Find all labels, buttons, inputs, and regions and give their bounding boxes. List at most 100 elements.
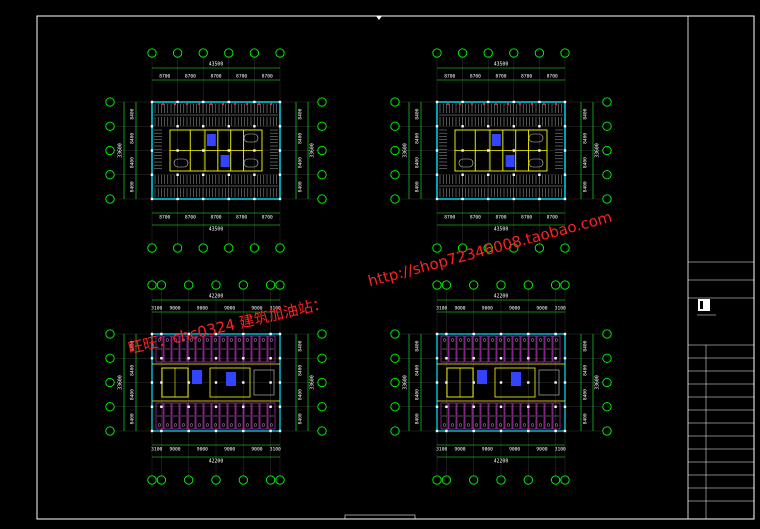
grid-bubble <box>457 48 468 58</box>
dim-label-right: 8400 <box>583 389 589 400</box>
structural-column <box>150 197 154 201</box>
room-unit <box>203 335 212 363</box>
dim-label-left: 8400 <box>130 413 136 424</box>
dim-label-right: 8400 <box>583 181 589 192</box>
structural-column <box>242 357 245 360</box>
room-unit <box>488 402 497 430</box>
dim-label-top: 9000 <box>536 306 547 312</box>
dim-label-top: 8700 <box>236 74 247 80</box>
dim-label-top: 9000 <box>224 306 235 312</box>
structural-column <box>435 100 439 104</box>
sanitary-fixture <box>221 338 226 342</box>
structural-column <box>160 429 163 433</box>
sanitary-fixture <box>229 423 234 427</box>
room-unit <box>552 402 561 430</box>
dim-label-top: 3100 <box>270 306 281 312</box>
room-unit <box>155 335 164 363</box>
dim-label-left: 8400 <box>415 108 421 119</box>
marker <box>555 103 557 105</box>
dim-label-top: 9000 <box>170 306 181 312</box>
marker <box>246 103 248 105</box>
sanitary-fixture <box>482 338 487 342</box>
sanitary-fixture <box>269 423 274 427</box>
sanitary-fixture <box>514 423 519 427</box>
room-unit <box>512 402 521 430</box>
sanitary-fixture <box>450 338 455 342</box>
grid-bubble <box>105 97 115 107</box>
grid-bubble <box>390 377 400 388</box>
dim-label-bottom: 9000 <box>224 447 235 453</box>
grid-bubble <box>184 280 194 290</box>
dim-label-top: 8700 <box>495 74 506 80</box>
structural-column <box>269 381 272 384</box>
dim-label-top: 9000 <box>197 306 208 312</box>
structural-column <box>499 405 503 408</box>
room-unit <box>448 335 457 363</box>
room-unit <box>163 335 172 363</box>
sanitary-fixture <box>546 423 551 427</box>
structural-column <box>554 429 557 433</box>
sanitary-fixture <box>237 338 242 342</box>
dim-label-bottom: 9000 <box>536 447 547 453</box>
grid-bubble <box>317 402 327 412</box>
sanitary-fixture <box>538 423 543 427</box>
grid-bubble <box>317 426 327 436</box>
structural-column <box>461 173 464 176</box>
grid-bubble <box>275 48 285 58</box>
dim-label-bottom: 9000 <box>251 447 262 453</box>
grid-bubble <box>496 280 506 290</box>
grid-bubble <box>432 48 442 58</box>
room-unit <box>259 335 268 363</box>
service-core <box>494 367 536 398</box>
sanitary-fixture <box>197 338 202 342</box>
structural-column <box>487 197 490 201</box>
dim-total-bottom: 43500 <box>209 227 224 233</box>
room-unit <box>259 402 268 430</box>
dim-label-bottom: 9000 <box>482 447 493 453</box>
structural-column <box>445 405 448 408</box>
structural-column <box>187 429 190 433</box>
grid-bubble <box>602 402 612 412</box>
elevator-core <box>192 370 202 384</box>
sanitary-fixture <box>253 423 258 427</box>
marker <box>186 103 188 105</box>
elevator-core <box>206 134 216 146</box>
dim-label-bottom: 3100 <box>270 447 281 453</box>
structural-column <box>278 381 282 384</box>
dim-label-left: 8400 <box>415 157 421 168</box>
sanitary-fixture <box>554 338 559 342</box>
dim-total-right: 33600 <box>595 375 601 390</box>
grid-bubble <box>224 243 234 253</box>
grid-bubble <box>602 170 612 180</box>
dim-label-right: 8400 <box>583 365 589 376</box>
dim-label-right: 8400 <box>583 340 589 351</box>
grid-bubble <box>483 243 493 253</box>
dim-label-bottom: 9000 <box>197 447 208 453</box>
sanitary-fixture <box>490 423 495 427</box>
sanitary-fixture <box>466 423 471 427</box>
structural-column <box>176 149 179 152</box>
grid-bubble <box>534 243 545 253</box>
grid-bubble <box>105 194 115 204</box>
room-unit <box>235 335 244 363</box>
marker <box>174 103 176 105</box>
structural-column <box>563 429 567 433</box>
structural-column <box>278 197 282 201</box>
dim-total-left: 33600 <box>118 375 124 390</box>
structural-column <box>187 405 190 408</box>
structural-column <box>563 100 567 104</box>
structural-column <box>278 100 282 104</box>
grid-bubble <box>317 377 327 388</box>
structural-column <box>499 332 503 336</box>
structural-column <box>253 125 256 128</box>
sanitary-fixture <box>205 423 210 427</box>
structural-column <box>187 332 190 336</box>
dim-label-right: 8400 <box>298 157 304 168</box>
grid-bubble <box>441 280 452 290</box>
room-unit <box>456 335 465 363</box>
elevator-core <box>226 372 236 386</box>
room-unit <box>227 335 236 363</box>
room-unit <box>243 335 252 363</box>
